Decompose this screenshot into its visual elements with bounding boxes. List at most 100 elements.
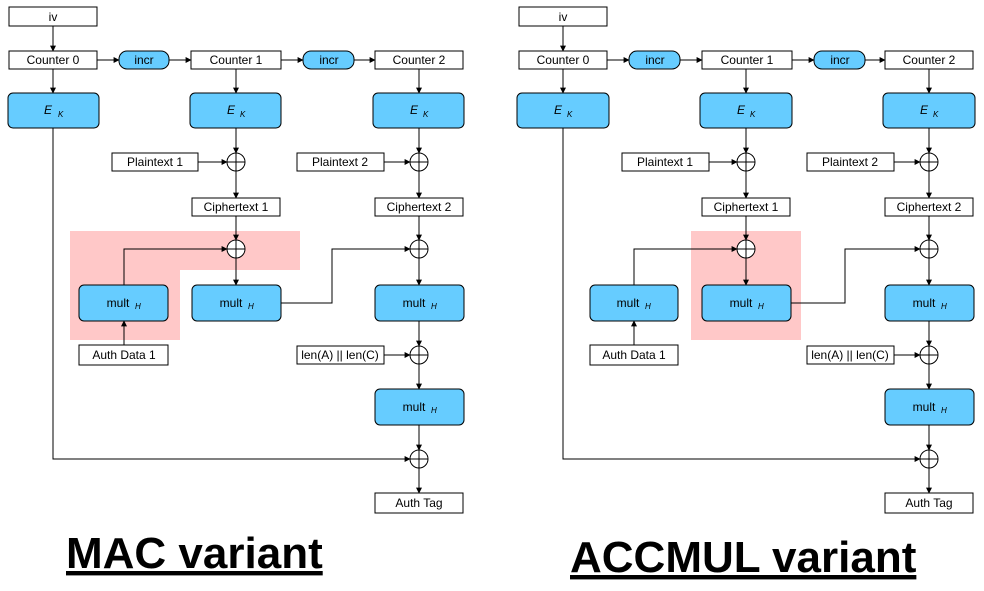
mac-ek-sub-0: K [58, 110, 64, 119]
accmul-variant-caption: ACCMUL variant [570, 533, 917, 582]
mac-xor-5 [409, 345, 429, 365]
accmul-mult-block-3 [884, 388, 975, 426]
accmul-variant-diagram: iv Counter 0 Counter 1 Counter 2 incr in… [516, 6, 976, 514]
accmul-mult-sub-3: H [941, 406, 947, 415]
mac-mult-label-2: mult [403, 296, 426, 310]
mac-counter0-box [8, 50, 98, 70]
mac-mult-label-3: mult [403, 400, 426, 414]
accmul-plaintext2-label: Plaintext 2 [822, 155, 878, 169]
mac-mult-block-1 [191, 284, 282, 322]
accmul-ek-label-1: E [737, 103, 746, 117]
mac-ek-label-0: E [44, 103, 53, 117]
mac-len-box [296, 345, 385, 365]
accmul-xor-2 [919, 152, 939, 172]
accmul-ek-label-2: E [920, 103, 929, 117]
mac-plaintext1-box [111, 152, 199, 172]
accmul-ek-sub-0: K [567, 110, 573, 119]
mac-auth-data-box [78, 344, 169, 366]
mac-counter2-label: Counter 2 [393, 53, 446, 67]
accmul-auth-tag-box [884, 492, 974, 514]
accmul-mult-sub-1: H [758, 302, 764, 311]
accmul-counter0-box [518, 50, 608, 70]
mac-mult-sub-auth: H [135, 302, 141, 311]
mac-iv-label: iv [49, 10, 58, 24]
mac-iv-box [8, 6, 98, 27]
accmul-ciphertext1-box [701, 197, 791, 217]
accmul-len-label: len(A) || len(C) [811, 348, 889, 362]
accmul-mult-block-auth [589, 284, 679, 322]
accmul-plaintext2-box [806, 152, 895, 172]
mac-mult-label-auth: mult [107, 296, 130, 310]
mac-ciphertext1-label: Ciphertext 1 [204, 200, 269, 214]
mac-plaintext1-label: Plaintext 1 [127, 155, 183, 169]
accmul-counter2-box [884, 50, 974, 70]
mac-counter2-box [374, 50, 464, 70]
mac-mult-block-auth [78, 284, 169, 322]
mac-plaintext2-box [296, 152, 385, 172]
mac-incr-label-2: incr [319, 53, 338, 67]
mac-counter1-box [190, 50, 282, 70]
accmul-len-box [806, 345, 895, 365]
accmul-ciphertext2-box [884, 197, 974, 217]
accmul-mult-sub-2: H [941, 302, 947, 311]
mac-xor-4 [409, 239, 429, 259]
accmul-incr-block-1 [628, 50, 681, 70]
mac-ek-label-2: E [410, 103, 419, 117]
accmul-incr-block-2 [813, 50, 866, 70]
accmul-ek-sub-1: K [750, 110, 756, 119]
mac-variant-caption: MAC variant [66, 529, 323, 578]
accmul-mult-sub-auth: H [645, 302, 651, 311]
mac-variant-diagram: iv Counter 0 Counter 1 Counter 2 incr in… [7, 6, 465, 514]
mac-auth-data-label: Auth Data 1 [92, 348, 156, 362]
mac-auth-tag-label: Auth Tag [395, 496, 442, 510]
mac-plaintext2-label: Plaintext 2 [312, 155, 368, 169]
accmul-ciphertext2-label: Ciphertext 2 [897, 200, 962, 214]
mac-mult-sub-1: H [248, 302, 254, 311]
accmul-incr-label-2: incr [830, 53, 849, 67]
mac-xor-6 [409, 449, 429, 469]
mac-incr-label-1: incr [134, 53, 153, 67]
mac-xor-3 [226, 239, 246, 259]
mac-incr-block-1 [118, 50, 170, 70]
mac-counter0-label: Counter 0 [27, 53, 80, 67]
mac-mult-label-1: mult [220, 296, 243, 310]
mac-mult-block-2 [374, 284, 465, 322]
accmul-ek-block-1 [699, 92, 793, 129]
accmul-xor-6 [919, 449, 939, 469]
mac-ek-block-0 [7, 92, 100, 129]
mac-mult-block-3 [374, 388, 465, 426]
mac-xor-1 [226, 152, 246, 172]
accmul-mult-label-2: mult [913, 296, 936, 310]
accmul-xor-1 [736, 152, 756, 172]
mac-ciphertext2-label: Ciphertext 2 [387, 200, 452, 214]
accmul-xor-4 [919, 239, 939, 259]
accmul-counter1-label: Counter 1 [721, 53, 774, 67]
accmul-auth-data-label: Auth Data 1 [602, 348, 666, 362]
mac-mult-sub-3: H [431, 406, 437, 415]
accmul-incr-label-1: incr [645, 53, 664, 67]
accmul-counter1-box [701, 50, 793, 70]
mac-ciphertext1-box [191, 197, 281, 217]
accmul-counter2-label: Counter 2 [903, 53, 956, 67]
accmul-mult-label-auth: mult [617, 296, 640, 310]
accmul-plaintext1-label: Plaintext 1 [637, 155, 693, 169]
mac-ek-label-1: E [227, 103, 236, 117]
mac-incr-block-2 [302, 50, 355, 70]
accmul-xor-5 [919, 345, 939, 365]
accmul-plaintext1-box [621, 152, 710, 172]
accmul-counter0-label: Counter 0 [537, 53, 590, 67]
accmul-ek-sub-2: K [933, 110, 939, 119]
mac-ek-block-2 [372, 92, 465, 129]
accmul-mult-label-1: mult [730, 296, 753, 310]
mac-len-label: len(A) || len(C) [301, 348, 379, 362]
accmul-iv-box [518, 6, 608, 27]
mac-ek-sub-2: K [423, 110, 429, 119]
accmul-ek-block-0 [516, 92, 610, 129]
accmul-xor-3 [736, 239, 756, 259]
accmul-mult-block-2 [884, 284, 975, 322]
mac-ek-sub-1: K [240, 110, 246, 119]
accmul-ciphertext1-label: Ciphertext 1 [714, 200, 779, 214]
mac-auth-tag-box [374, 492, 464, 514]
mac-counter1-label: Counter 1 [210, 53, 263, 67]
